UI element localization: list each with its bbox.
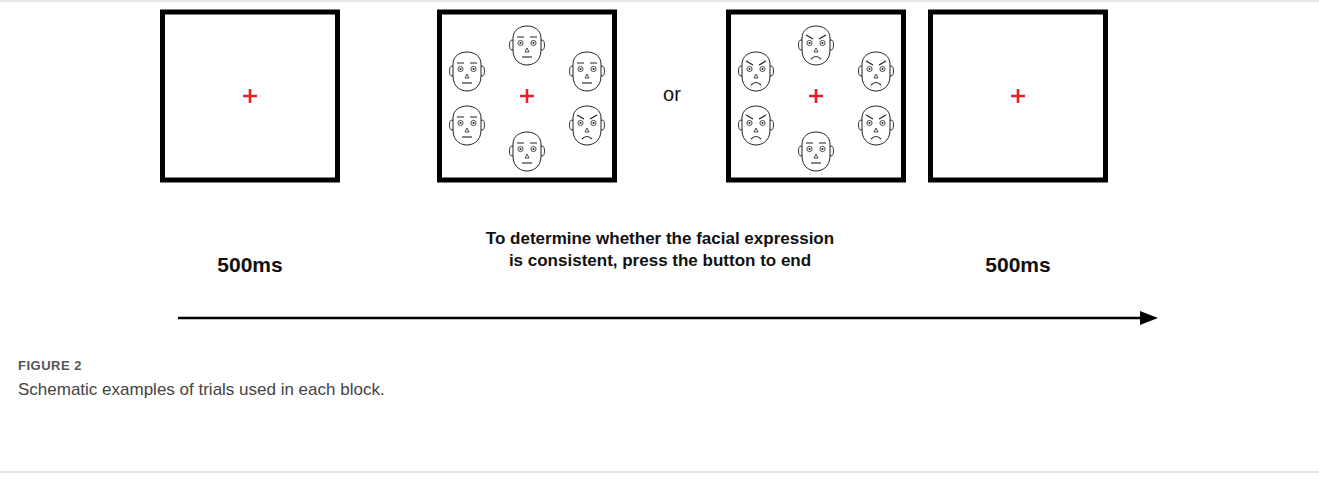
timeline-arrow — [178, 317, 1145, 320]
timeline-arrowhead — [1140, 311, 1158, 325]
duration-label: 500ms — [190, 252, 310, 277]
angry-face — [739, 106, 774, 145]
figure-caption: Schematic examples of trials used in eac… — [18, 380, 918, 400]
instruction-text: To determine whether the facial expressi… — [480, 228, 840, 272]
fixation-cross — [243, 89, 257, 103]
neutral-face — [510, 26, 545, 65]
fixation-cross — [1011, 89, 1025, 103]
figure-number: FIGURE 2 — [18, 358, 318, 374]
fixation-cross — [809, 89, 823, 103]
screen-frame — [440, 12, 615, 180]
angry-face — [859, 106, 894, 145]
screen-frame — [163, 12, 338, 180]
angry-face — [570, 106, 605, 145]
neutral-face — [450, 106, 485, 145]
duration-label: 500ms — [958, 252, 1078, 277]
neutral-face — [799, 132, 834, 171]
screen-frame — [729, 12, 904, 180]
top-rule — [0, 1, 1319, 2]
angry-face — [859, 52, 894, 91]
angry-face — [799, 26, 834, 65]
alternative-word: or — [650, 82, 694, 106]
neutral-face — [450, 52, 485, 91]
screen-frame — [931, 12, 1106, 180]
neutral-face — [510, 132, 545, 171]
neutral-face — [570, 52, 605, 91]
bottom-rule — [0, 472, 1319, 473]
fixation-cross — [520, 89, 534, 103]
angry-face — [739, 52, 774, 91]
